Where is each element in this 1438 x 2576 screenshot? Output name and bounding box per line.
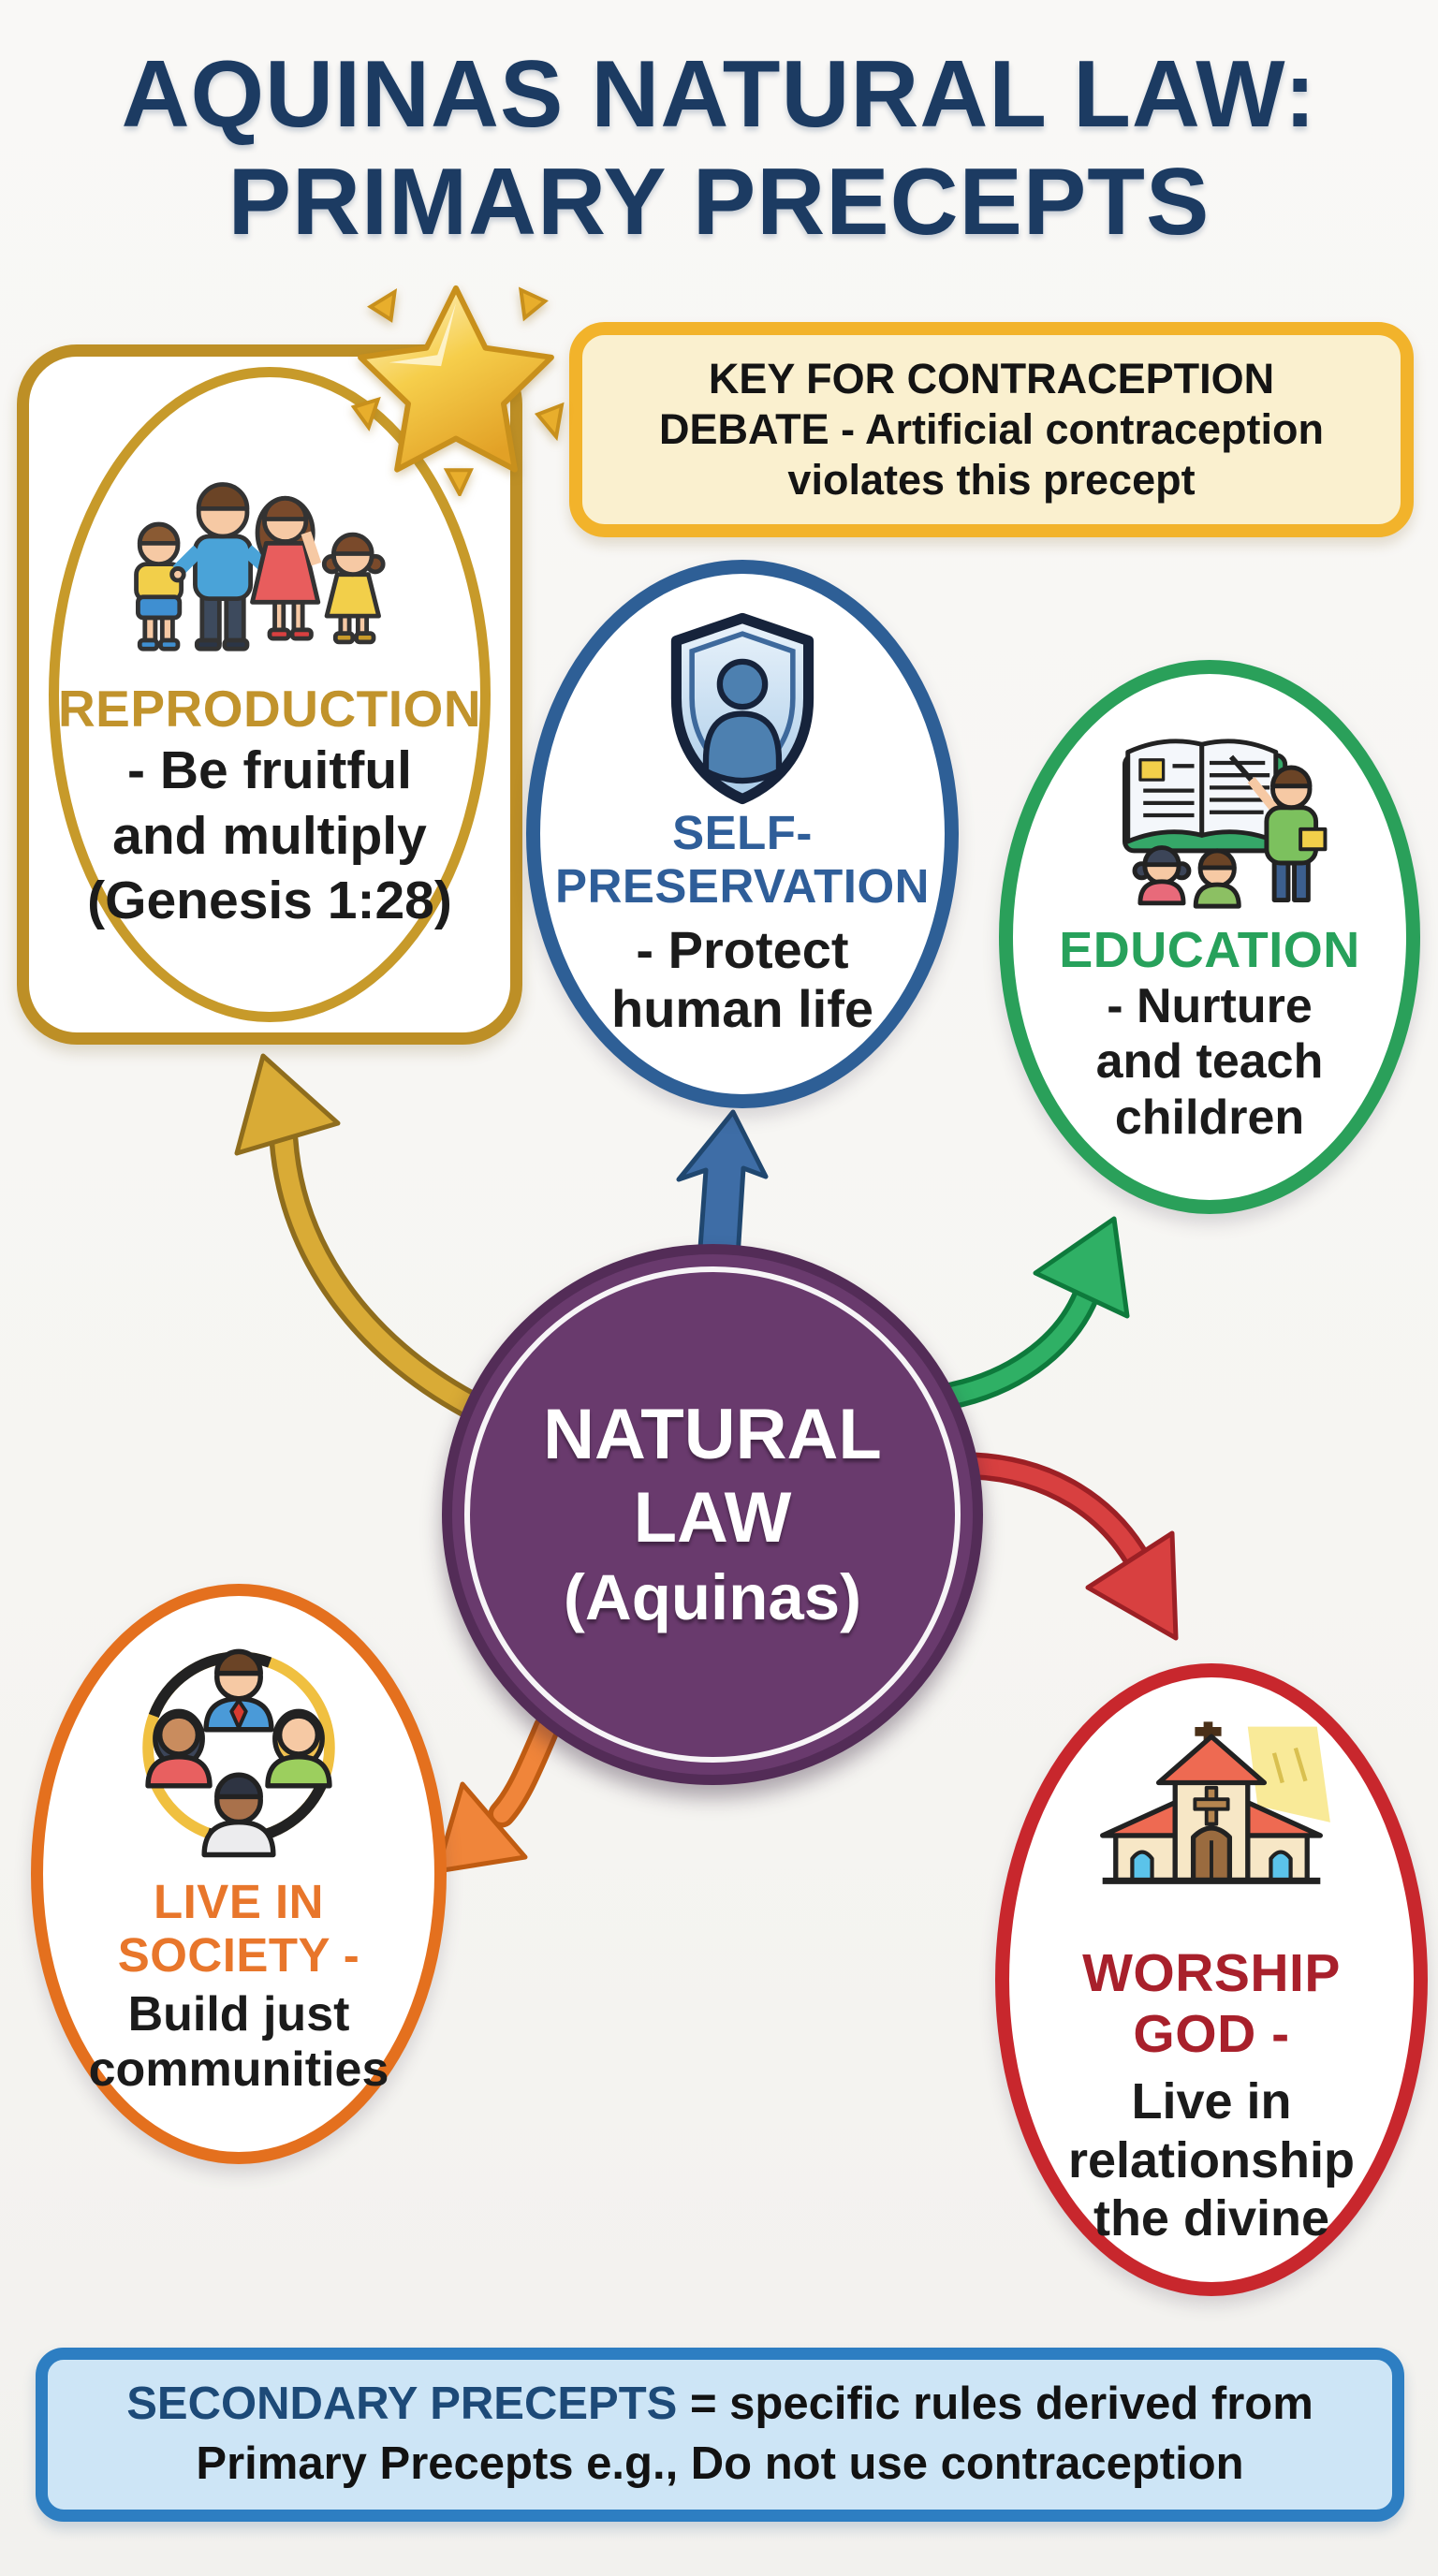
precept-desc-line: - Nurture: [1107, 979, 1313, 1033]
hub-line: LAW: [633, 1477, 792, 1558]
precept-title-line: GOD -: [1133, 2003, 1290, 2064]
church-icon: [1100, 1721, 1330, 1884]
precept-desc-line: human life: [610, 979, 874, 1039]
precept-title-line: WORSHIP: [1082, 1943, 1341, 2003]
arrow-live-in-society: [434, 1714, 561, 1874]
precept-desc-line: communities: [88, 2042, 389, 2098]
precept-desc-line: children: [1114, 1090, 1305, 1145]
secondary-highlight: SECONDARY PRECEPTS: [126, 2378, 678, 2430]
secondary-precepts-note: SECONDARY PRECEPTS = specific rules deri…: [36, 2348, 1404, 2522]
reproduction-oval: REPRODUCTION - Be fruitful and multiply …: [49, 367, 491, 1022]
precept-card-live-in-society: LIVE IN SOCIETY - Build just communities: [31, 1584, 447, 2164]
page-title-line1: AQUINAS NATURAL LAW:: [121, 42, 1317, 147]
precept-desc-line: and multiply: [112, 805, 427, 866]
teacher-book-icon: [1122, 739, 1328, 909]
natural-law-hub: NATURAL LAW (Aquinas): [442, 1244, 983, 1785]
precept-title-reproduction: REPRODUCTION: [57, 680, 482, 738]
precept-card-reproduction: REPRODUCTION - Be fruitful and multiply …: [17, 344, 522, 1045]
secondary-note-line1: SECONDARY PRECEPTS = specific rules deri…: [48, 2375, 1392, 2435]
arrow-reproduction: [234, 1053, 483, 1419]
page-title-line2: PRIMARY PRECEPTS: [227, 150, 1211, 256]
key-note-line: DEBATE - Artificial contraception: [658, 405, 1325, 453]
key-note-line: violates this precept: [787, 456, 1196, 504]
arrow-self-preservation: [676, 1109, 769, 1264]
precept-title-line: SELF-: [672, 806, 813, 859]
arrow-education: [922, 1216, 1130, 1412]
precept-desc-line: and teach: [1095, 1034, 1324, 1090]
arrow-worship-god: [960, 1452, 1179, 1641]
precept-desc-line: Build just: [127, 1987, 350, 2042]
precept-card-education: EDUCATION - Nurture and teach children: [999, 660, 1420, 1214]
precept-title-line: PRESERVATION: [555, 859, 930, 914]
precept-desc-line: - Be fruitful: [127, 740, 412, 800]
precept-desc-line: (Genesis 1:28): [87, 871, 452, 931]
page-title: AQUINAS NATURAL LAW: PRIMARY PRECEPTS: [0, 41, 1438, 256]
precept-card-self-preservation: SELF- PRESERVATION - Protect human life: [526, 560, 959, 1108]
shield-person-icon: [670, 612, 814, 805]
precept-desc-line: - Protect: [636, 920, 849, 980]
precept-title-line: SOCIETY -: [117, 1928, 360, 1983]
community-circle-icon: [142, 1648, 335, 1858]
precept-title-line: LIVE IN: [153, 1875, 325, 1928]
family-icon: [134, 482, 386, 651]
precept-title-education: EDUCATION: [1059, 922, 1360, 978]
secondary-rest: = specific rules derived from: [677, 2378, 1313, 2430]
precept-desc-line: the divine: [1093, 2190, 1330, 2247]
precept-card-worship-god: WORSHIP GOD - Live in relationship the d…: [995, 1663, 1428, 2296]
key-note-line: KEY FOR CONTRACEPTION: [708, 355, 1275, 402]
precept-desc-line: Live in: [1131, 2072, 1292, 2130]
hub-line: (Aquinas): [563, 1560, 862, 1633]
hub-line: NATURAL: [543, 1394, 882, 1474]
secondary-note-line2: Primary Precepts e.g., Do not use contra…: [196, 2438, 1244, 2489]
precept-desc-line: relationship: [1067, 2131, 1356, 2188]
key-contraception-note: KEY FOR CONTRACEPTION DEBATE - Artificia…: [569, 322, 1414, 537]
star-icon: [350, 285, 565, 496]
